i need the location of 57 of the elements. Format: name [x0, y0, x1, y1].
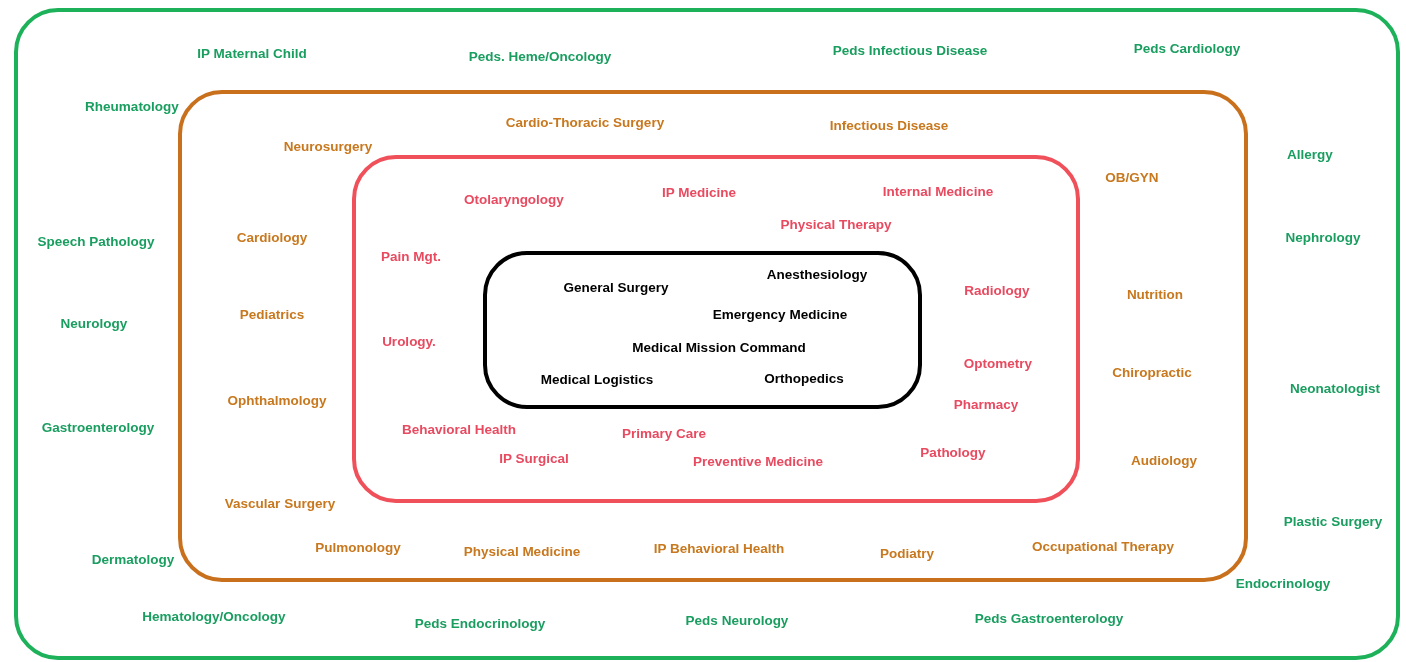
specialty-label: Behavioral Health: [402, 421, 516, 437]
specialty-label: Vascular Surgery: [224, 495, 336, 511]
specialty-label: Physical Medicine: [463, 543, 581, 559]
specialty-label: Urology.: [382, 333, 436, 349]
region-box: [14, 8, 1400, 660]
specialty-label: Neurology: [60, 315, 128, 331]
specialty-label: Optometry: [963, 355, 1033, 371]
specialty-label: Infectious Disease: [829, 117, 949, 133]
specialty-label: Radiology: [964, 282, 1030, 298]
specialty-label: Speech Pathology: [37, 233, 155, 249]
specialty-label: Neurosurgery: [283, 138, 373, 154]
specialty-label: Neonatologist: [1290, 380, 1380, 396]
specialty-label: Allergy: [1287, 146, 1333, 162]
specialty-label: Chiropractic: [1112, 364, 1192, 380]
specialty-label: Nutrition: [1126, 286, 1184, 302]
specialty-label: Medical Mission Command: [632, 339, 806, 355]
specialty-label: Peds Gastroenterology: [974, 610, 1124, 626]
specialty-label: Hematology/Oncology: [142, 608, 286, 624]
specialty-label: Peds Endocrinology: [414, 615, 546, 631]
specialty-label: Pathology: [920, 444, 986, 460]
specialty-label: General Surgery: [563, 279, 669, 295]
specialty-label: Internal Medicine: [882, 183, 994, 199]
specialty-label: Otolaryngology: [464, 191, 564, 207]
specialty-label: Gastroenterology: [41, 419, 155, 435]
specialty-label: Orthopedics: [764, 370, 844, 386]
region-box: [483, 251, 922, 409]
specialty-label: Occupational Therapy: [1032, 538, 1174, 554]
specialty-label: Primary Care: [621, 425, 707, 441]
specialty-label: Anesthesiology: [766, 266, 868, 282]
specialty-label: Endocrinology: [1235, 575, 1331, 591]
specialty-label: Nephrology: [1285, 229, 1361, 245]
specialty-label: Physical Therapy: [780, 216, 892, 232]
specialty-label: Pediatrics: [239, 306, 305, 322]
specialty-label: Pain Mgt.: [381, 248, 441, 264]
region-box: [352, 155, 1080, 503]
specialty-label: IP Maternal Child: [197, 45, 307, 61]
specialty-label: Pulmonology: [315, 539, 401, 555]
specialty-label: Pharmacy: [953, 396, 1019, 412]
specialty-label: IP Behavioral Health: [653, 540, 785, 556]
specialty-label: Preventive Medicine: [693, 453, 823, 469]
specialty-label: IP Medicine: [662, 184, 736, 200]
specialty-label: Emergency Medicine: [712, 306, 848, 322]
specialty-label: Peds. Heme/Oncology: [468, 48, 612, 64]
specialty-label: Peds Infectious Disease: [832, 42, 988, 58]
specialty-label: Peds Cardiology: [1133, 40, 1241, 56]
specialty-label: Dermatology: [91, 551, 175, 567]
specialty-label: Podiatry: [880, 545, 934, 561]
specialty-label: Ophthalmology: [227, 392, 327, 408]
specialty-label: Peds Neurology: [685, 612, 789, 628]
specialty-label: IP Surgical: [499, 450, 569, 466]
specialty-label: OB/GYN: [1105, 169, 1159, 185]
specialty-label: Medical Logistics: [540, 371, 654, 387]
specialty-label: Plastic Surgery: [1283, 513, 1383, 529]
specialty-label: Cardiology: [236, 229, 308, 245]
specialty-label: Cardio-Thoracic Surgery: [505, 114, 665, 130]
specialty-label: Rheumatology: [85, 98, 179, 114]
specialty-label: Audiology: [1131, 452, 1197, 468]
